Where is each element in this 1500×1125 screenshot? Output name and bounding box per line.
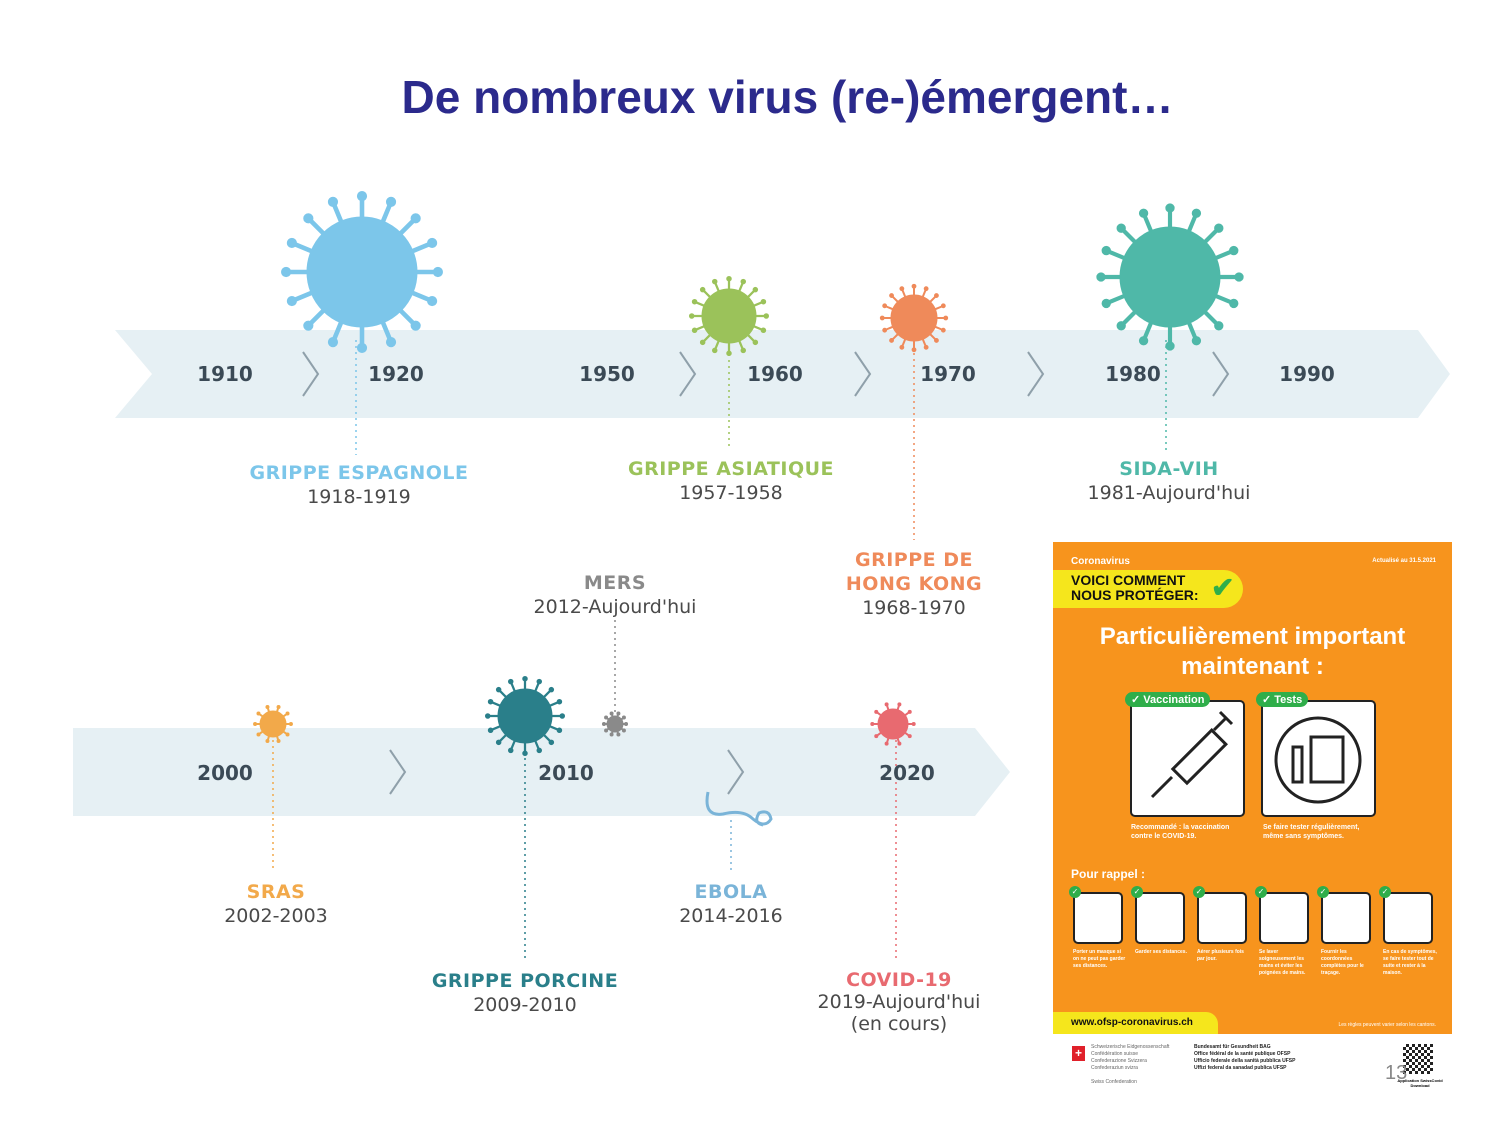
poster-cantons: Les règles peuvent varier selon les cant… — [1338, 1022, 1436, 1028]
chevron-icon — [389, 749, 407, 795]
year-1990: 1990 — [1279, 362, 1335, 386]
chevron-icon — [1027, 351, 1045, 397]
tests-tag: ✓ Tests — [1256, 692, 1309, 707]
virus-icon — [601, 711, 629, 737]
rule-caption: En cas de symptômes, se faire tester tou… — [1383, 949, 1437, 976]
year-1980: 1980 — [1105, 362, 1161, 386]
chevron-icon — [302, 351, 320, 397]
check-icon: ✓ — [1379, 886, 1391, 898]
year-2010: 2010 — [538, 761, 594, 785]
vaccination-tag: ✓ Vaccination — [1125, 692, 1211, 707]
rule-icon-card — [1259, 892, 1309, 944]
year-2020: 2020 — [879, 761, 935, 785]
page-number: 13 — [1385, 1062, 1408, 1084]
rule-caption: Porter un masque si on ne peut pas garde… — [1073, 949, 1126, 969]
virus-icon — [879, 283, 949, 353]
timeline-band-bottom — [73, 728, 1010, 816]
poster-url: www.ofsp-coronavirus.ch — [1053, 1012, 1218, 1034]
virus-icon — [253, 704, 293, 744]
check-icon: ✔ — [1211, 572, 1235, 603]
swiss-flag-icon: + — [1072, 1046, 1085, 1061]
rule-icon-card — [1073, 892, 1123, 944]
chevron-icon — [679, 351, 697, 397]
check-icon: ✓ — [1193, 886, 1205, 898]
timeline-band-top — [115, 330, 1450, 418]
check-icon: ✓ — [1255, 886, 1267, 898]
ebola-virus-icon — [705, 791, 773, 827]
virus-icon — [870, 702, 916, 746]
vaccination-caption: Recommandé : la vaccination contre le CO… — [1131, 824, 1230, 840]
virus-icon — [484, 675, 566, 757]
rule-caption: Garder ses distances. — [1135, 949, 1187, 955]
check-icon: ✓ — [1317, 886, 1329, 898]
rule-icon-card — [1321, 892, 1371, 944]
poster-updated: Actualisé au 31.5.2021 — [1372, 558, 1436, 564]
year-1950: 1950 — [579, 362, 635, 386]
rule-caption: Aérer plusieurs fois par jour. — [1197, 949, 1244, 962]
year-1960: 1960 — [747, 362, 803, 386]
rule-icon-card — [1383, 892, 1433, 944]
qr-code-icon — [1403, 1044, 1433, 1074]
year-2000: 2000 — [197, 761, 253, 785]
test-tube-icon — [1274, 716, 1362, 804]
check-icon: ✓ — [1069, 886, 1081, 898]
year-1970: 1970 — [920, 362, 976, 386]
check-icon: ✓ — [1131, 886, 1143, 898]
year-1920: 1920 — [368, 362, 424, 386]
rule-icon-card — [1197, 892, 1247, 944]
virus-icon — [688, 275, 770, 357]
chevron-icon — [1212, 351, 1230, 397]
covid-poster: Coronavirus Actualisé au 31.5.2021 VOICI… — [1053, 542, 1452, 1034]
app-label: Application SwissCovid Download — [1397, 1078, 1443, 1088]
tests-card — [1261, 700, 1376, 817]
slide-title: De nombreux virus (re-)émergent… — [401, 71, 1174, 123]
rule-icon-card — [1135, 892, 1185, 944]
chevron-icon — [727, 749, 745, 795]
rule-caption: Fournir les coordonnées complètes pour l… — [1321, 949, 1364, 976]
poster-kicker: Coronavirus — [1071, 556, 1130, 567]
syringe-icon — [1150, 710, 1234, 799]
tests-caption: Se faire tester régulièrement, même sans… — [1263, 824, 1360, 840]
chevron-icon — [854, 351, 872, 397]
rule-caption: Se laver soigneusement les mains et évit… — [1259, 949, 1306, 976]
vaccination-card — [1130, 700, 1245, 817]
virus-icon — [1096, 203, 1244, 351]
reminder-label: Pour rappel : — [1071, 867, 1146, 881]
year-1910: 1910 — [197, 362, 253, 386]
virus-icon — [281, 191, 443, 353]
